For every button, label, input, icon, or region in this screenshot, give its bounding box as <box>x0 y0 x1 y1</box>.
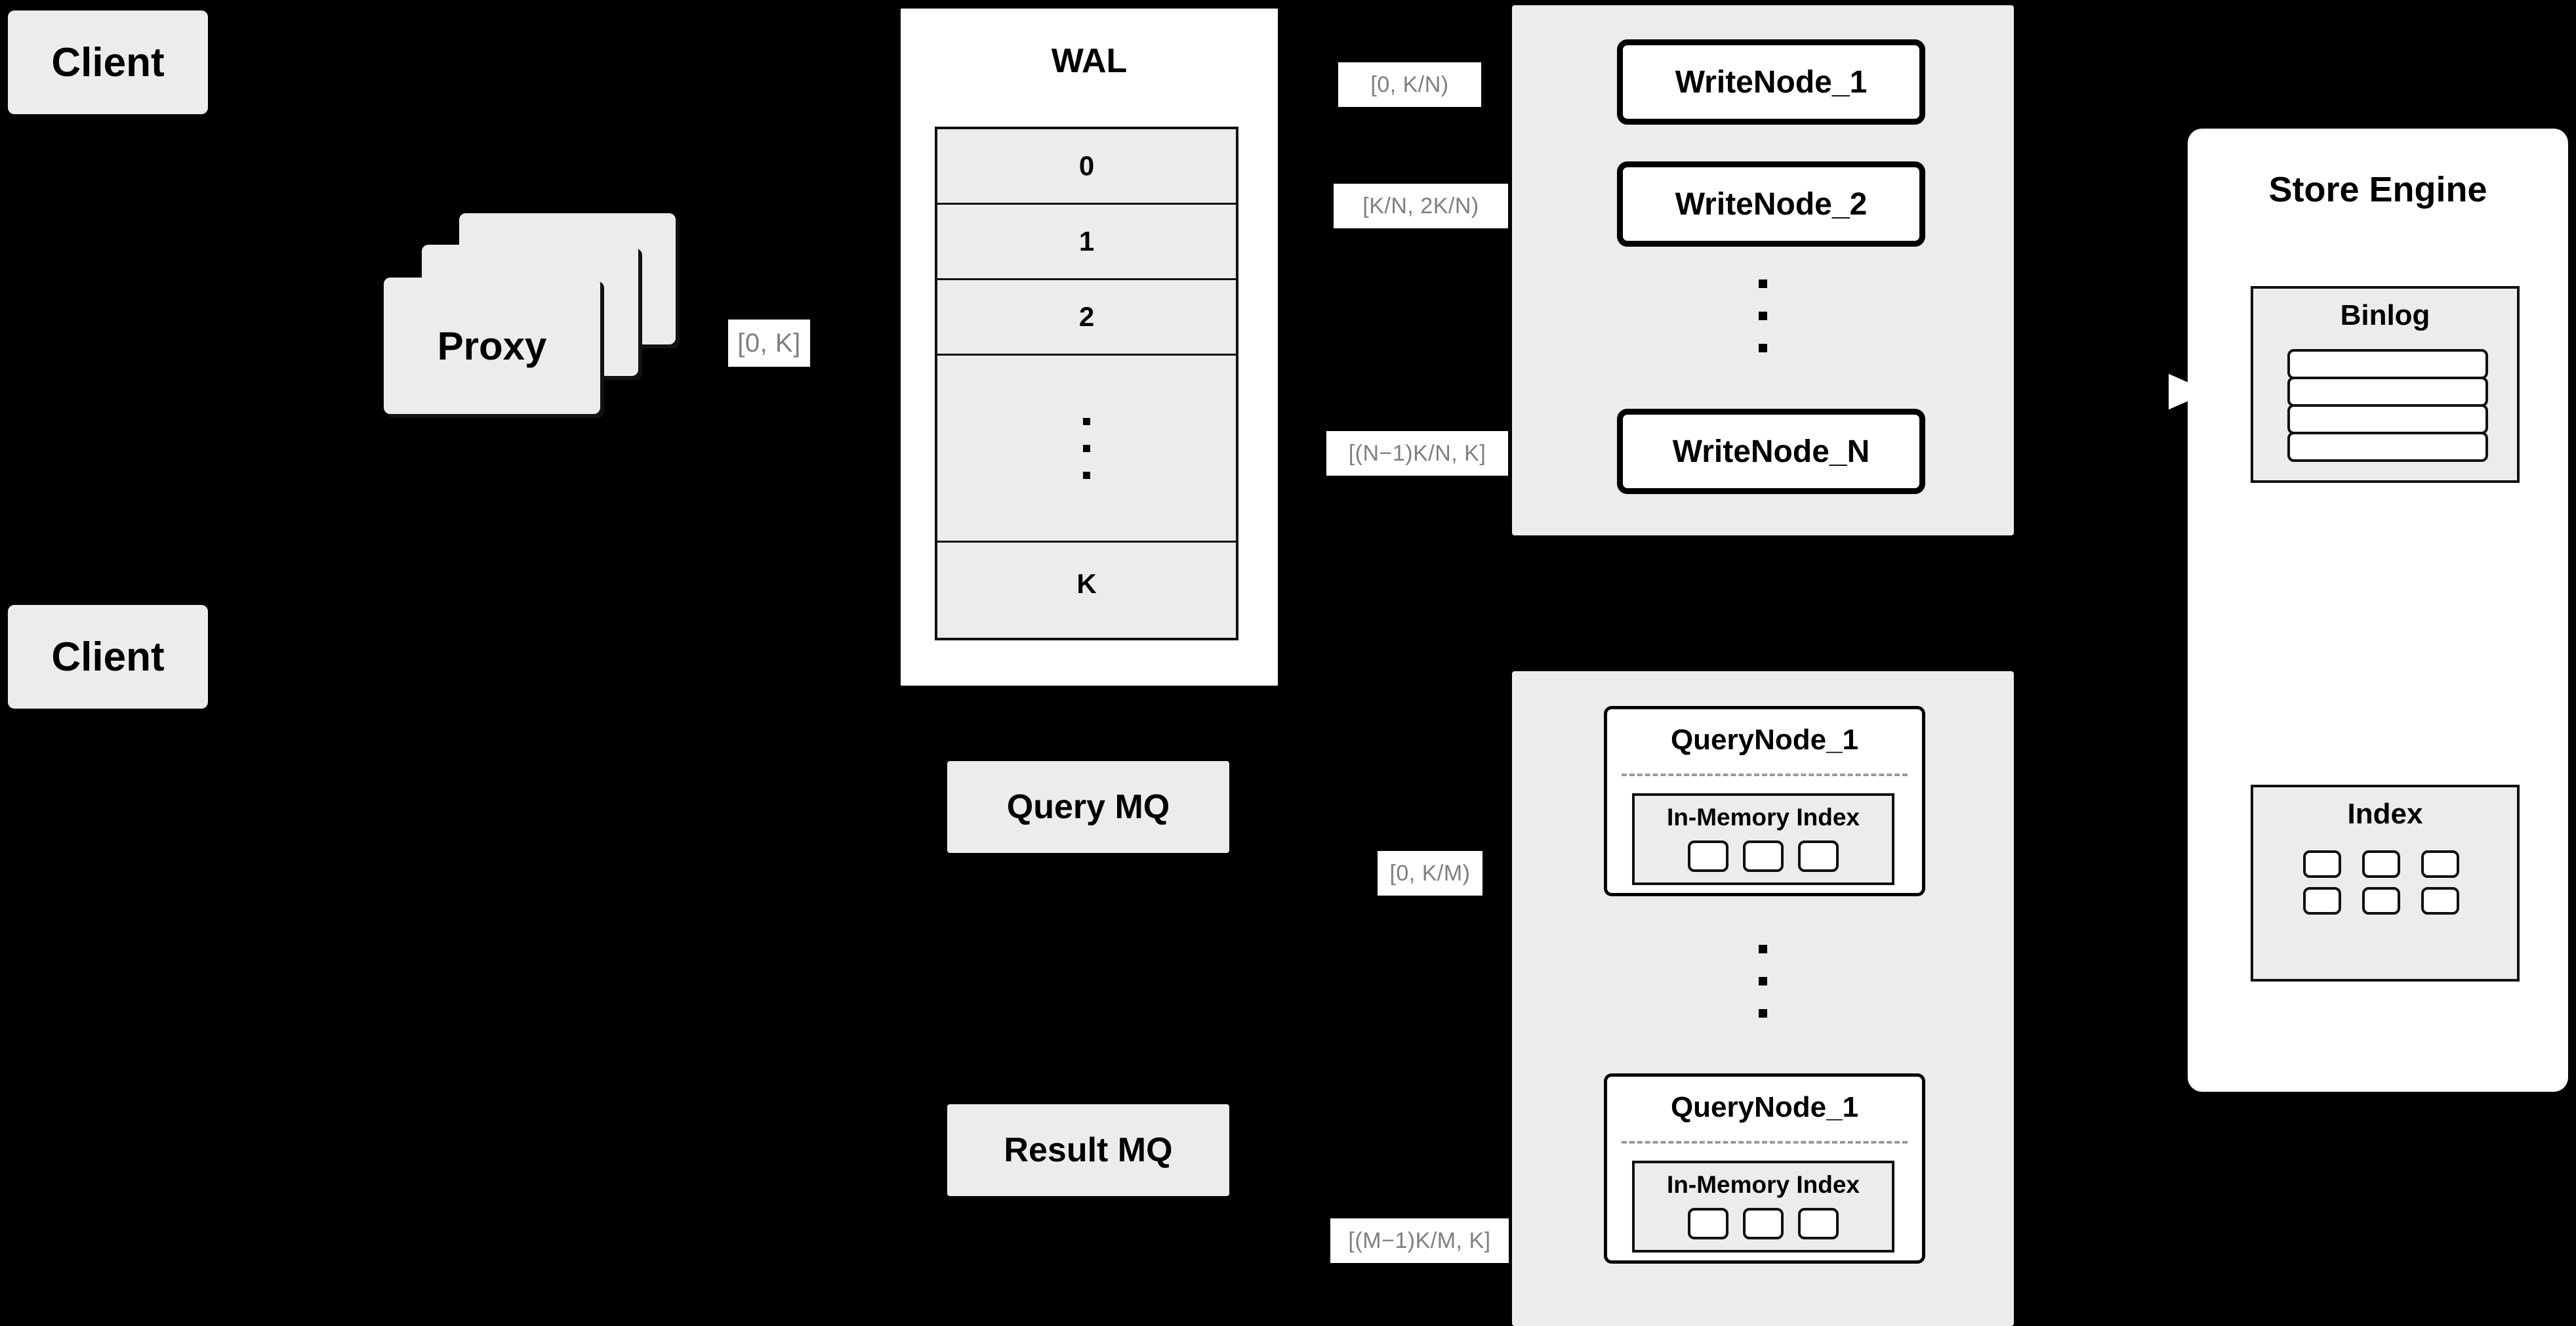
index-cell-grid <box>2303 850 2467 915</box>
proxy-stack[interactable]: Proxy <box>384 213 692 436</box>
in-memory-index-cells-2 <box>1635 1208 1892 1239</box>
range-label-writenode-1: [0, K/N) <box>1338 62 1481 107</box>
index-cell <box>1798 1208 1839 1239</box>
ellipsis-dot <box>1759 977 1767 985</box>
range-text: [0, K/N) <box>1370 72 1449 97</box>
in-memory-index-panel-1: In-Memory Index <box>1632 793 1894 885</box>
client-box-2[interactable]: Client <box>8 605 208 709</box>
client-label: Client <box>51 634 165 680</box>
range-label-querynode-1: [0, K/M) <box>1378 851 1482 896</box>
ellipsis-dot <box>1083 471 1090 479</box>
wal-container: WAL 0 1 2 K <box>897 5 1281 689</box>
result-mq-label: Result MQ <box>1004 1131 1173 1169</box>
wal-row: 2 <box>937 280 1236 356</box>
write-node-2[interactable]: WriteNode_2 <box>1617 161 1925 247</box>
binlog-panel: Binlog <box>2251 286 2520 483</box>
client-label: Client <box>51 39 165 85</box>
proxy-card-front[interactable]: Proxy <box>384 278 600 414</box>
range-text: [(N−1)K/N, K] <box>1348 440 1486 466</box>
wal-row: 0 <box>937 129 1236 205</box>
range-text: [K/N, 2K/N) <box>1362 193 1479 218</box>
index-cell <box>2362 850 2400 878</box>
ellipsis-dot <box>1759 280 1767 288</box>
write-node-label: WriteNode_1 <box>1675 64 1868 100</box>
write-node-n[interactable]: WriteNode_N <box>1617 409 1925 494</box>
index-title: Index <box>2347 798 2423 830</box>
store-engine-title: Store Engine <box>2268 170 2487 209</box>
range-label-writenode-2: [K/N, 2K/N) <box>1334 184 1508 228</box>
ellipsis-dot <box>1759 312 1767 320</box>
binlog-rows <box>2287 349 2488 462</box>
range-text: [(M−1)K/M, K] <box>1348 1228 1491 1253</box>
in-memory-index-cells-1 <box>1635 840 1892 872</box>
ellipsis-dot <box>1083 417 1090 425</box>
write-node-label: WriteNode_2 <box>1675 186 1868 222</box>
in-memory-index-title: In-Memory Index <box>1667 1171 1860 1198</box>
query-mq-box[interactable]: Query MQ <box>947 761 1229 853</box>
wal-row-ellipsis <box>937 356 1236 543</box>
ellipsis-dot <box>1759 1009 1767 1018</box>
query-node-ellipsis <box>1757 945 1770 1018</box>
write-node-cluster: WriteNode_1 WriteNode_2 WriteNode_N <box>1512 5 2014 535</box>
index-cell <box>2421 850 2459 878</box>
range-label-proxy: [0, K] <box>728 320 810 367</box>
range-text: [0, K] <box>737 328 801 358</box>
wal-row: K <box>1076 568 1097 599</box>
ellipsis-dot <box>1083 444 1090 452</box>
binlog-row <box>2287 349 2488 379</box>
wal-table: 0 1 2 K <box>935 127 1238 640</box>
write-node-1[interactable]: WriteNode_1 <box>1617 39 1925 125</box>
binlog-row <box>2287 404 2488 434</box>
write-node-ellipsis <box>1757 280 1770 352</box>
index-cell <box>2362 887 2400 915</box>
query-node-divider <box>1622 1141 1908 1144</box>
proxy-label: Proxy <box>437 323 547 368</box>
index-cell <box>1798 840 1839 872</box>
index-cell <box>1688 840 1728 872</box>
index-cell <box>2303 850 2341 878</box>
query-node-1[interactable]: QueryNode_1 In-Memory Index <box>1604 706 1925 896</box>
range-text: [0, K/M) <box>1389 860 1471 886</box>
binlog-title: Binlog <box>2340 299 2430 331</box>
index-cell <box>1688 1208 1728 1239</box>
ellipsis-dot <box>1759 945 1767 953</box>
index-cell <box>2421 887 2459 915</box>
in-memory-index-panel-2: In-Memory Index <box>1632 1161 1894 1253</box>
binlog-row <box>2287 432 2488 462</box>
range-label-querynode-2: [(M−1)K/M, K] <box>1330 1218 1509 1263</box>
ellipsis-dot <box>1759 344 1767 352</box>
query-node-label: QueryNode_1 <box>1670 1091 1859 1123</box>
write-node-label: WriteNode_N <box>1672 434 1870 469</box>
binlog-row <box>2287 377 2488 407</box>
client-box-1[interactable]: Client <box>8 10 208 114</box>
wal-row: 1 <box>937 205 1236 280</box>
query-node-divider <box>1622 774 1908 776</box>
index-panel: Index <box>2251 785 2520 982</box>
query-mq-label: Query MQ <box>1006 788 1170 826</box>
index-cell <box>2303 887 2341 915</box>
in-memory-index-title: In-Memory Index <box>1667 804 1860 831</box>
index-cell <box>1743 840 1784 872</box>
index-cell <box>1743 1208 1784 1239</box>
query-node-2[interactable]: QueryNode_1 In-Memory Index <box>1604 1073 1925 1264</box>
store-engine-container: Store Engine Binlog Index <box>2188 129 2568 1092</box>
query-node-label: QueryNode_1 <box>1670 724 1859 756</box>
query-node-cluster: QueryNode_1 In-Memory Index QueryNode_1 <box>1512 671 2014 1326</box>
result-mq-box[interactable]: Result MQ <box>947 1104 1229 1196</box>
wal-title: WAL <box>1051 42 1128 80</box>
range-label-writenode-n: [(N−1)K/N, K] <box>1326 431 1508 476</box>
